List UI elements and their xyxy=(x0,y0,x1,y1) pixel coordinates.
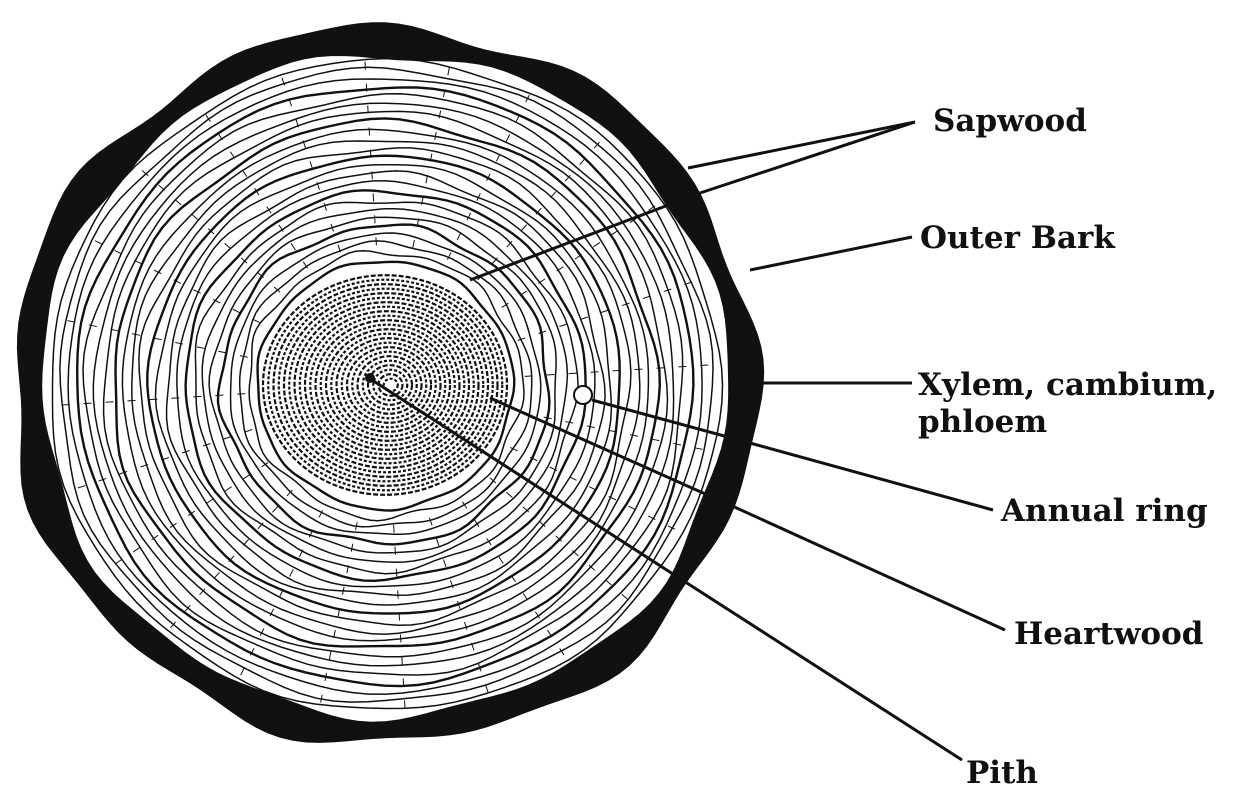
label-phloem: phloem xyxy=(918,405,1047,439)
label-outer-bark: Outer Bark xyxy=(920,221,1115,255)
leader-sapwood-1 xyxy=(688,122,915,168)
cambium-marker xyxy=(574,386,592,404)
leader-annual-ring xyxy=(750,443,993,510)
label-pith: Pith xyxy=(966,756,1038,789)
leader-pith xyxy=(690,585,962,760)
leader-heartwood xyxy=(730,505,1005,630)
label-xylem-cambium: Xylem, cambium, xyxy=(918,368,1217,402)
label-sapwood: Sapwood xyxy=(933,104,1087,138)
label-annual-ring: Annual ring xyxy=(1001,494,1208,528)
leader-outer-bark xyxy=(750,237,912,270)
label-heartwood: Heartwood xyxy=(1014,617,1203,651)
leader-sapwood-2 xyxy=(700,122,915,193)
